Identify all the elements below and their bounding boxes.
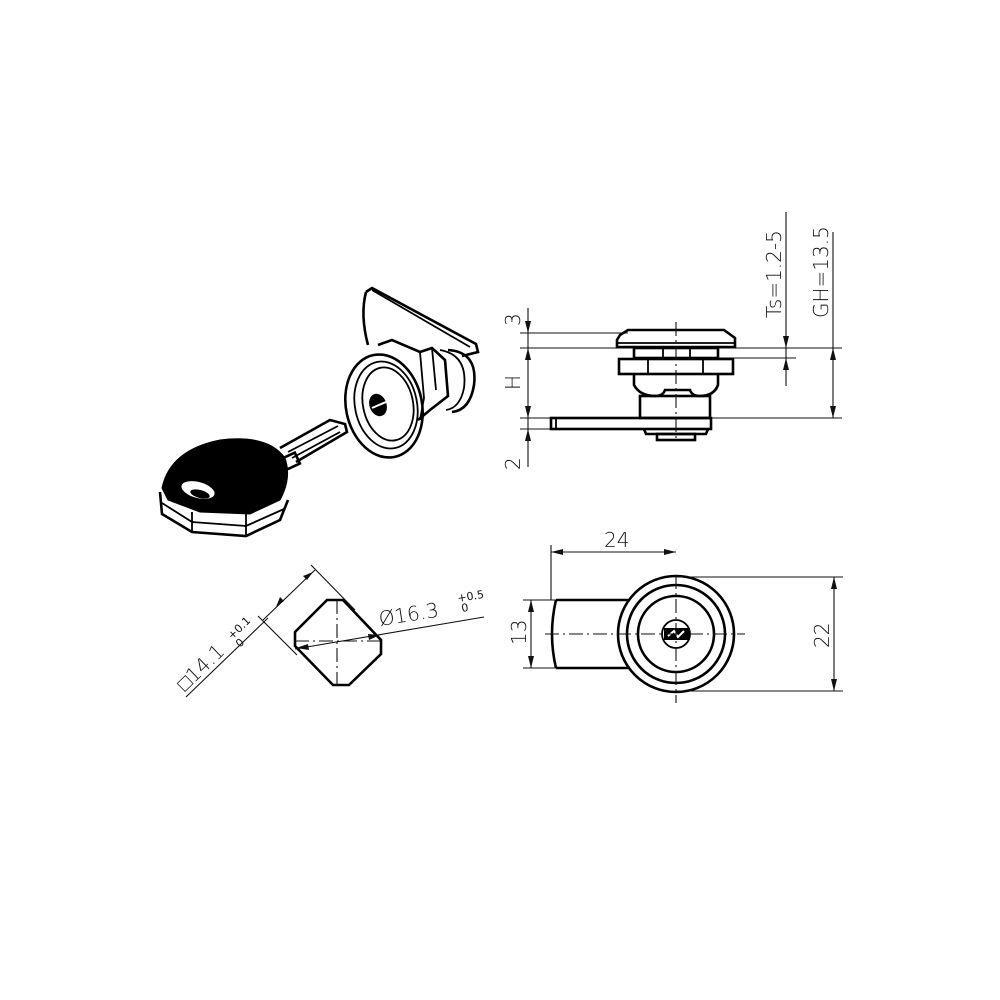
cam-tongue-top: [371, 289, 471, 348]
dim-height-H: H: [501, 375, 525, 390]
cam-tongue-curve: [362, 291, 370, 346]
dim-grip-height: GH=13.5: [809, 226, 833, 318]
front-bezel-inner: [353, 360, 419, 450]
dim-cam-width: 13: [507, 620, 531, 645]
side-view: 3 H 2 Ts=1.2-5 GH=13.5: [501, 212, 842, 470]
dim-diameter-tol-lower: 0: [460, 601, 469, 615]
key-blade: [279, 418, 349, 464]
dim-square-cutout: □14.1: [172, 639, 229, 696]
lock-cylinder: [638, 394, 712, 420]
cam-screw: [655, 432, 697, 442]
cam: [549, 416, 713, 431]
panel-cutout: [293, 598, 383, 687]
isometric-lock-body: [343, 286, 480, 459]
dim-face-diameter: 22: [810, 623, 834, 648]
hex-nut: [377, 338, 450, 421]
dim-diameter-tol-upper: +0.5: [456, 588, 484, 605]
dim-flange-3: 3: [501, 313, 525, 326]
dim-cam-length: 24: [604, 528, 629, 552]
cam-front: [556, 598, 630, 670]
isometric-key: [158, 418, 349, 538]
front-view: 24 13 22: [507, 528, 843, 703]
cutout-view: □14.1 +0.1 0 Ø16.3 +0.5 0: [172, 564, 485, 698]
dim-panel-thickness: Ts=1.2-5: [762, 230, 786, 318]
front-bezel-outer: [343, 353, 425, 459]
lock-rear: [447, 348, 476, 414]
key-head: [161, 438, 289, 515]
dim-cam-2: 2: [501, 457, 525, 470]
cam-tongue-edge: [365, 286, 480, 358]
dim-square-tol-lower: 0: [233, 636, 247, 650]
hex-nut-side: [632, 374, 720, 398]
